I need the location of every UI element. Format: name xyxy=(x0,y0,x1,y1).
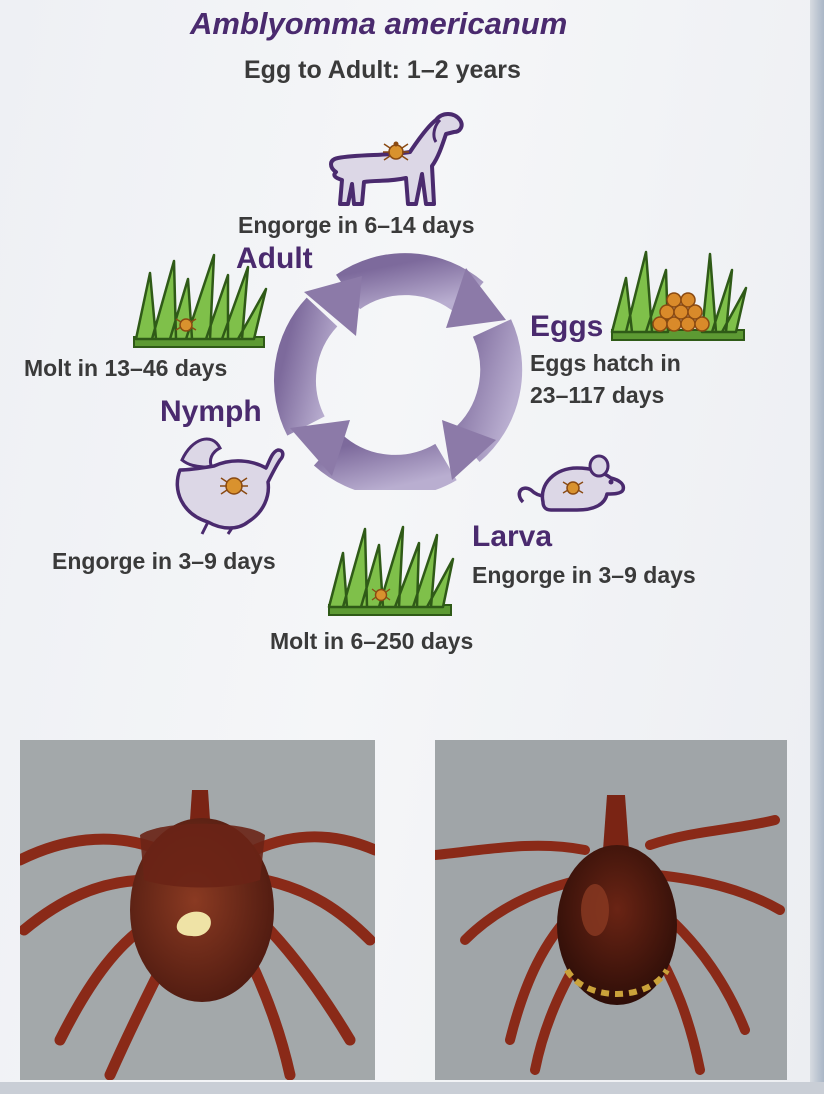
page-edge-right xyxy=(810,0,824,1094)
turkey-icon xyxy=(175,437,285,535)
diagram-title: Amblyomma americanum xyxy=(190,6,568,41)
caption-larva-engorge: Engorge in 3–9 days xyxy=(472,562,696,588)
tick-ventral-photo xyxy=(435,740,787,1080)
stage-label-nymph: Nymph xyxy=(160,395,262,428)
page-edge-bottom xyxy=(0,1082,824,1094)
tick-dorsal-photo xyxy=(20,740,375,1080)
caption-larva-molt: Molt in 6–250 days xyxy=(270,628,474,654)
stage-label-eggs: Eggs xyxy=(530,310,604,343)
diagram-subtitle: Egg to Adult: 1–2 years xyxy=(244,56,521,84)
caption-eggs-hatch-1: Eggs hatch in xyxy=(530,350,681,376)
grass-larva-icon xyxy=(327,525,455,616)
grass-tick-icon xyxy=(133,253,268,348)
caption-adult-engorge: Engorge in 6–14 days xyxy=(238,212,475,238)
dog-icon xyxy=(329,112,464,206)
mouse-icon xyxy=(517,454,626,512)
tick-on-dog xyxy=(383,141,409,161)
stage-label-larva: Larva xyxy=(472,520,553,553)
cycle-arrows-icon xyxy=(274,253,523,490)
caption-nymph-engorge: Engorge in 3–9 days xyxy=(52,548,276,574)
grass-eggs-icon xyxy=(610,250,748,341)
caption-nymph-molt: Molt in 13–46 days xyxy=(24,355,228,381)
caption-eggs-hatch-2: 23–117 days xyxy=(530,382,665,408)
